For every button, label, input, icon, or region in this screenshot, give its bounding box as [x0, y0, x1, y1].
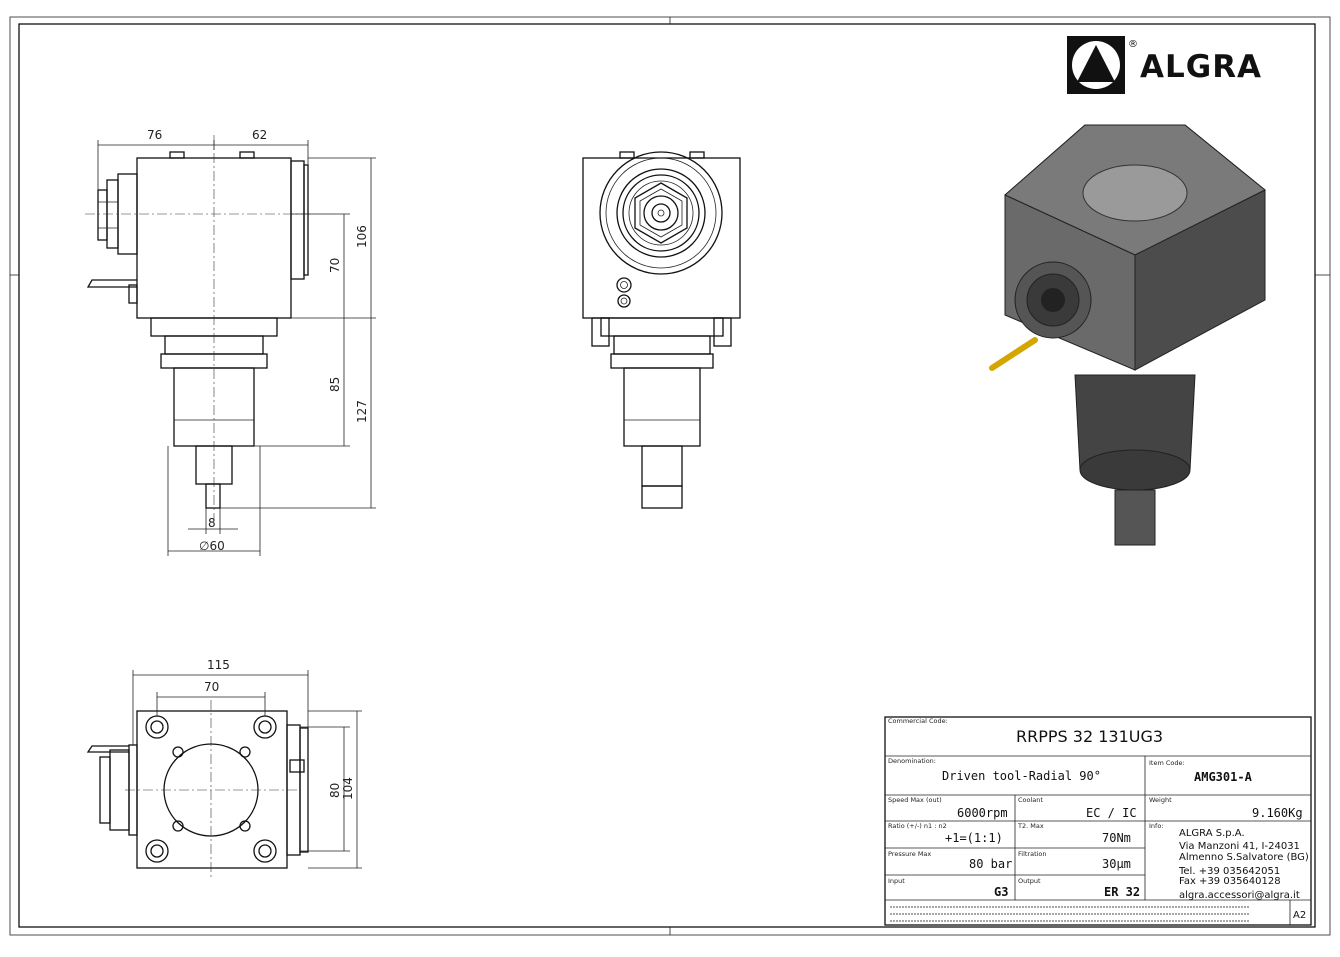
dim-104: 104 — [341, 777, 355, 800]
coolant-label: Coolant — [1018, 796, 1043, 804]
dim-127: 127 — [355, 400, 369, 423]
algra-logo: ® ALGRA — [1067, 36, 1262, 94]
denomination-value: Driven tool-Radial 90° — [942, 769, 1101, 783]
pressure-label: Pressure Max — [888, 850, 931, 858]
info-line: Via Manzoni 41, I-24031 — [1179, 841, 1300, 852]
denomination-label: Denomination: — [888, 757, 936, 765]
dim-top-right: 62 — [252, 128, 267, 142]
info-line: Tel. +39 035642051 — [1178, 866, 1280, 877]
input-label: Input — [888, 877, 905, 885]
inner-border — [18, 23, 1316, 928]
info-line: Almenno S.Salvatore (BG) — [1179, 852, 1309, 863]
dim-80: 80 — [328, 783, 342, 798]
speed-value: 6000rpm — [957, 806, 1008, 820]
weight-label: Weight — [1149, 796, 1172, 804]
filtration-value: 30µm — [1102, 857, 1131, 871]
info-label: Info: — [1149, 822, 1164, 830]
dim-85: 85 — [328, 377, 342, 392]
dim-115: 115 — [207, 658, 230, 672]
title-block: Commercial Code: RRPPS 32 131UG3 Denomin… — [884, 716, 1312, 926]
isometric-render — [989, 124, 1266, 546]
output-value: ER 32 — [1104, 885, 1140, 899]
dim-106: 106 — [355, 225, 369, 248]
info-line: algra.accessori@algra.it — [1179, 890, 1300, 901]
logo-text: ALGRA — [1140, 49, 1262, 85]
pressure-value: 80 bar — [969, 857, 1012, 871]
commercial-code-value: RRPPS 32 131UG3 — [1016, 727, 1163, 746]
input-value: G3 — [994, 885, 1008, 899]
ratio-label: Ratio (+/-) n1 : n2 — [888, 822, 947, 830]
sheet-size: A2 — [1293, 910, 1306, 921]
commercial-code-label: Commercial Code: — [888, 717, 948, 725]
dim-diameter-60: ∅60 — [199, 539, 225, 553]
filtration-label: Filtration — [1018, 850, 1047, 858]
item-code-label: Item Code: — [1149, 759, 1185, 767]
bottom-view: 115 70 80 104 — [86, 658, 362, 880]
info-line: ALGRA S.p.A. — [1179, 828, 1245, 839]
info-line: Fax +39 035640128 — [1179, 876, 1281, 887]
dim-70: 70 — [328, 258, 342, 273]
dim-70-bottom: 70 — [204, 680, 219, 694]
front-view — [582, 151, 741, 509]
registered-mark: ® — [1128, 39, 1138, 50]
output-label: Output — [1018, 877, 1041, 885]
item-code-value: AMG301-A — [1194, 770, 1253, 784]
dim-8: 8 — [208, 516, 216, 530]
dim-top-left: 76 — [147, 128, 162, 142]
weight-value: 9.160Kg — [1252, 806, 1303, 820]
speed-label: Speed Max (out) — [888, 796, 942, 804]
torque-value: 70Nm — [1102, 831, 1131, 845]
side-view: 76 62 106 70 85 127 8 ∅60 — [85, 128, 376, 556]
coolant-value: EC / IC — [1086, 806, 1137, 820]
ratio-value: +1=(1:1) — [945, 831, 1003, 845]
torque-label: T2. Max — [1017, 822, 1044, 830]
